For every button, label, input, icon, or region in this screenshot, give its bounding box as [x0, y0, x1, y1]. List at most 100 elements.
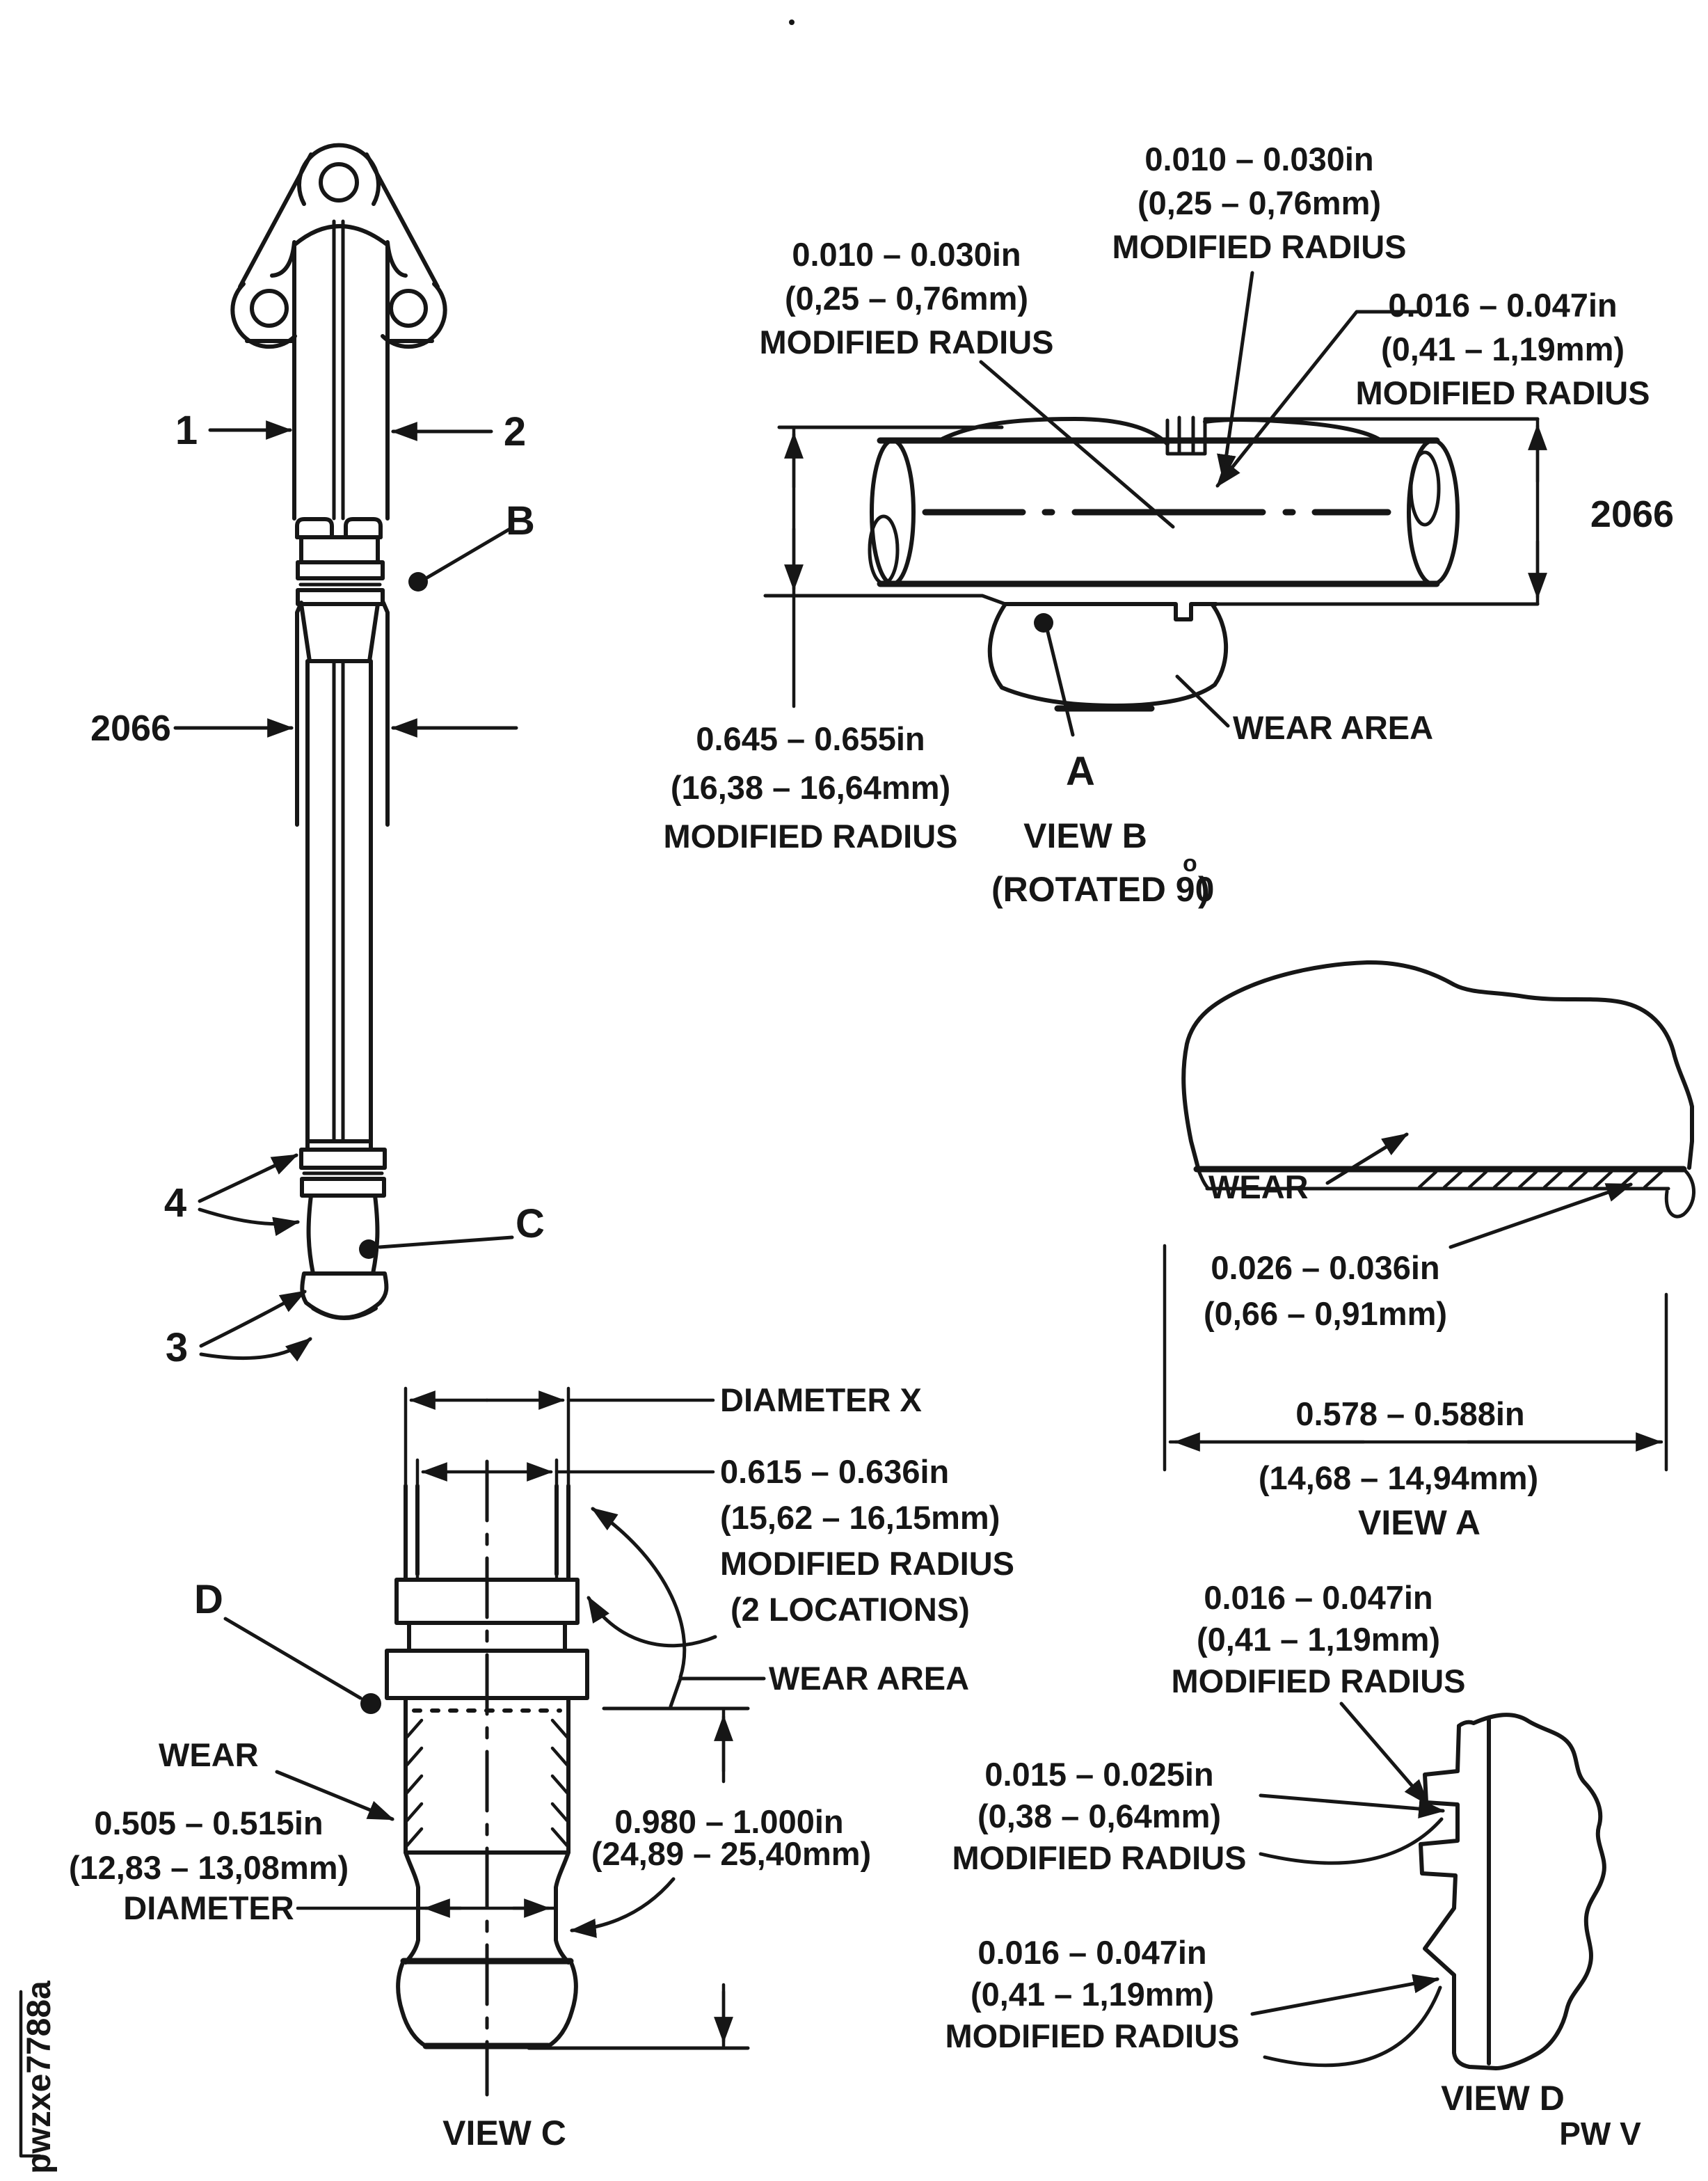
view-b-caption-close: )	[1198, 870, 1210, 909]
view-d-mid-line3: MODIFIED RADIUS	[952, 1839, 1247, 1876]
stem-sides	[292, 243, 390, 521]
callout-2-label: 2	[504, 409, 526, 454]
flange-left-hole	[250, 289, 289, 328]
view-b-radius-right-line1: 0.016 – 0.047in	[1388, 287, 1617, 324]
view-d-mid-leader-upper	[1259, 1793, 1446, 1818]
view-b-caption-line2: (ROTATED 90	[991, 870, 1214, 909]
bottom-cap	[300, 1271, 389, 1320]
view-a-ext-lines	[1163, 1244, 1668, 1472]
watermark-bracket	[19, 1990, 42, 2158]
dim-2066-left-label: 2066	[90, 708, 171, 749]
view-b-radius-right-line3: MODIFIED RADIUS	[1356, 374, 1650, 411]
rocker-pad-outline	[1181, 960, 1694, 1170]
collar-left-tab	[295, 517, 334, 539]
view-c-diameter-line1: 0.505 – 0.515in	[94, 1805, 323, 1841]
guide-sleeve-lines	[295, 601, 390, 827]
callout-b-dot	[408, 572, 428, 592]
view-c-radius-line3: MODIFIED RADIUS	[720, 1545, 1014, 1582]
view-d-bottom-leader-upper	[1250, 1974, 1440, 2016]
view-b-center-leader	[1217, 271, 1254, 482]
view-b: 0.010 – 0.030in (0,25 – 0,76mm) MODIFIED…	[664, 141, 1675, 909]
cup-waist	[407, 1621, 567, 1653]
callout-4-label: 4	[164, 1180, 186, 1226]
height-curved-arrow	[569, 1877, 676, 1938]
ring-band-2	[296, 588, 385, 606]
view-b-radius-left-line1: 0.010 – 0.030in	[792, 236, 1021, 273]
callout-c-dot	[359, 1239, 378, 1259]
view-d-bottom-line1: 0.016 – 0.047in	[977, 1934, 1206, 1971]
view-c: DIAMETER X 0.615 – 0.636in (15,62 – 16,1…	[69, 1381, 1014, 2152]
wear-area-leader-horizontal	[669, 1676, 766, 1708]
callout-b-label: B	[506, 498, 535, 544]
view-a-depth-arrow	[1448, 1182, 1633, 1249]
callout-a-label: A	[1066, 749, 1095, 794]
view-d-bottom-leader-lower	[1263, 1985, 1442, 2068]
callout-4-arrow-upper	[198, 1153, 298, 1203]
view-b-ext-bottom-left	[763, 594, 1007, 606]
view-d-bottom-line3: MODIFIED RADIUS	[945, 2017, 1240, 2054]
view-d-top-line1: 0.016 – 0.047in	[1204, 1579, 1432, 1616]
callout-d-dot	[360, 1693, 381, 1714]
view-a-depth-line1: 0.026 – 0.036in	[1211, 1249, 1439, 1286]
footer: PW V pwzxe7788a	[19, 1981, 1641, 2174]
view-c-wear-label: WEAR	[159, 1736, 259, 1773]
cylinder-left-inner	[868, 514, 900, 585]
view-d-mid-leader-lower	[1259, 1817, 1444, 1865]
view-b-radius-left-line3: MODIFIED RADIUS	[760, 324, 1054, 360]
callout-c-leader	[378, 1235, 514, 1249]
view-b-caption-degree: o	[1183, 850, 1197, 877]
top-groove	[1165, 415, 1207, 456]
callout-a-leader	[1046, 630, 1075, 737]
cylinder-edges	[877, 437, 1440, 587]
view-d: 0.016 – 0.047in (0,41 – 1,19mm) MODIFIED…	[945, 1579, 1606, 2118]
stem-top-arc	[292, 224, 390, 247]
view-b-radius-right-line2: (0,41 – 1,19mm)	[1381, 331, 1625, 367]
cylinder-right-inner	[1409, 450, 1441, 527]
flange-right-lobe	[381, 282, 447, 349]
stem-taper	[299, 602, 380, 663]
shaft-sides	[305, 659, 373, 1143]
view-a-width-line2: (14,68 – 14,94mm)	[1259, 1459, 1538, 1496]
pad-lip-line	[1196, 1167, 1670, 1191]
callout-3-arrow-upper	[199, 1290, 307, 1348]
stem-slot-lines	[332, 219, 345, 521]
view-c-radius-line1: 0.615 – 0.636in	[720, 1453, 949, 1490]
flange-top-hole	[319, 162, 359, 203]
cylinder-left-end	[870, 438, 916, 586]
view-b-radius-bottom-line1: 0.645 – 0.655in	[696, 720, 925, 757]
view-b-left-leader	[979, 360, 1175, 529]
wear-area-leader-curve	[591, 1507, 687, 1679]
flange-left-lobe	[230, 282, 297, 349]
lower-ring-band-1	[299, 1148, 387, 1170]
view-b-wear-area-label: WEAR AREA	[1233, 709, 1433, 746]
view-d-caption: VIEW D	[1441, 2079, 1565, 2118]
ball-sides	[396, 1959, 578, 2048]
view-b-radius-bottom-line2: (16,38 – 16,64mm)	[671, 769, 950, 806]
flange-right-hole	[389, 289, 428, 328]
diameter-x-label: DIAMETER X	[720, 1381, 922, 1418]
view-d-mid-line1: 0.015 – 0.025in	[984, 1756, 1213, 1793]
scan-speck	[789, 19, 795, 25]
cup-walls	[404, 1484, 570, 1582]
neck-profile	[404, 1850, 570, 1965]
callout-b-leader	[425, 527, 512, 580]
view-a: WEAR 0.026 – 0.036in (0,66 – 0,91mm) 0.5…	[1163, 960, 1695, 1542]
collar-right-tab	[344, 517, 383, 539]
view-a-wear-arrow	[1325, 1132, 1409, 1185]
profile-blob-outline	[1457, 1713, 1606, 2070]
height-ref-lines	[527, 1706, 750, 2050]
view-a-wear-label: WEAR	[1208, 1168, 1309, 1205]
view-d-top-leader	[1339, 1702, 1430, 1806]
view-c-wear-area-label: WEAR AREA	[769, 1660, 969, 1697]
view-b-caption-line1: VIEW B	[1023, 816, 1147, 855]
view-b-wear-area-leader	[1175, 674, 1230, 728]
view-b-right-leader	[1215, 310, 1420, 488]
callout-d-leader	[223, 1617, 362, 1700]
barrel-wear-hatching	[405, 1718, 569, 1848]
view-b-radius-center-line3: MODIFIED RADIUS	[1112, 228, 1407, 265]
view-d-mid-line2: (0,38 – 0,64mm)	[977, 1798, 1221, 1834]
callout-4-arrow-lower	[198, 1207, 301, 1237]
view-c-diameter-line3: DIAMETER	[123, 1889, 294, 1926]
view-b-radius-bottom-line3: MODIFIED RADIUS	[664, 818, 958, 855]
